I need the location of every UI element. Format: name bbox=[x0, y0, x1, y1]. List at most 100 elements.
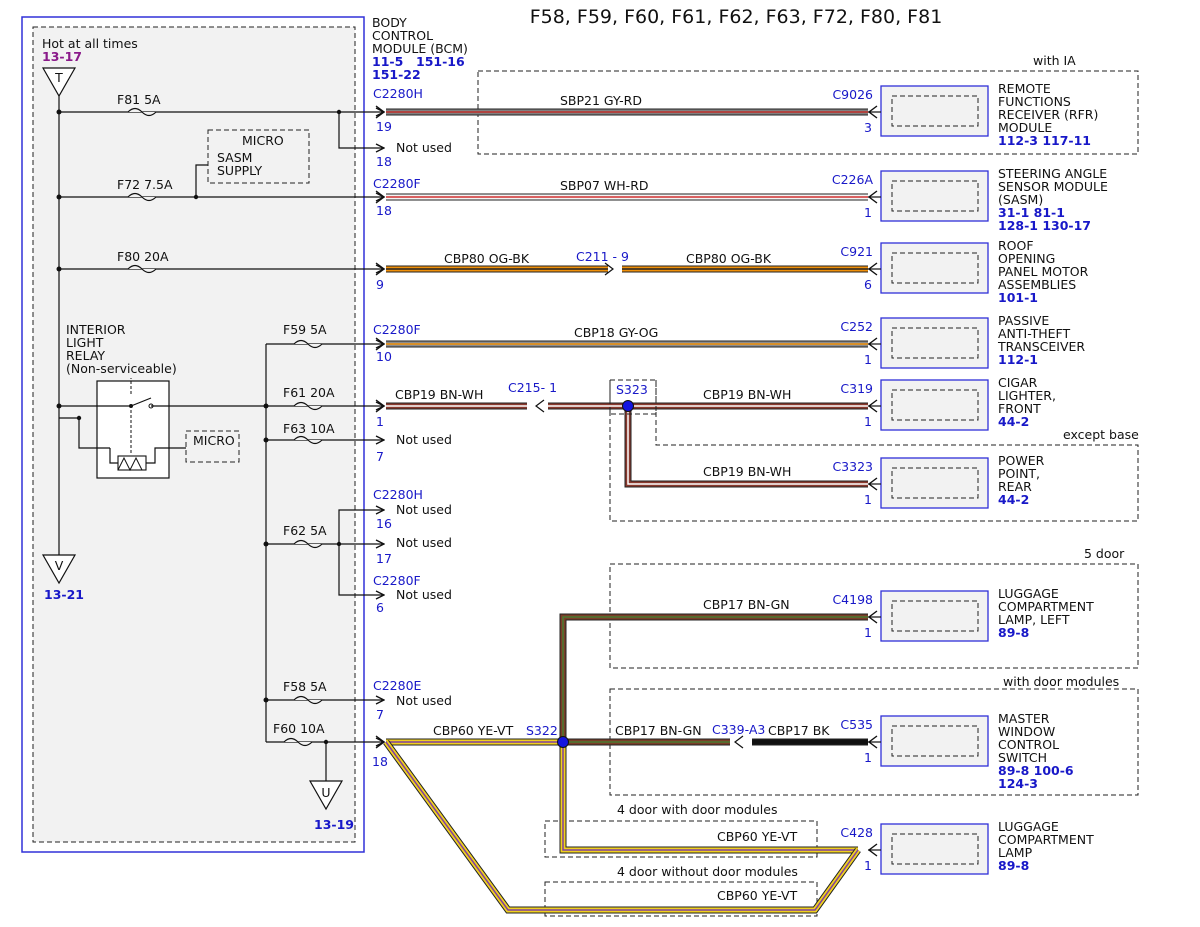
ground-u: U bbox=[308, 780, 344, 811]
fuse-f63 bbox=[293, 435, 323, 445]
micro-sasm-box bbox=[207, 129, 310, 184]
fuse-f72-label: F72 7.5A bbox=[117, 177, 173, 192]
bcm-pin-arrow bbox=[375, 337, 386, 351]
svg-text:18: 18 bbox=[372, 754, 388, 769]
connector-label: C3323 bbox=[832, 459, 873, 474]
component-ref: 89-8 100-6 bbox=[998, 763, 1074, 778]
fuse-f62 bbox=[293, 539, 323, 549]
wire-harness bbox=[375, 105, 868, 914]
bcm-label: BODY CONTROL MODULE (BCM) 11-5 151-16 15… bbox=[372, 15, 468, 82]
component-name-line: TRANSCEIVER bbox=[997, 339, 1085, 354]
svg-text:BODY: BODY bbox=[372, 15, 407, 30]
component-name-line: CONTROL bbox=[998, 737, 1059, 752]
svg-text:C2280E: C2280E bbox=[373, 678, 422, 693]
diagram-title: F58, F59, F60, F61, F62, F63, F72, F80, … bbox=[530, 6, 943, 28]
svg-text:C2280F: C2280F bbox=[373, 322, 421, 337]
svg-text:(Non-serviceable): (Non-serviceable) bbox=[66, 361, 177, 376]
component-name-line: CIGAR bbox=[998, 375, 1038, 390]
svg-text:Not used: Not used bbox=[396, 432, 452, 447]
pin-number: 1 bbox=[864, 858, 872, 873]
component-ref: 89-8 bbox=[998, 625, 1029, 640]
component-ref: 128-1 130-17 bbox=[998, 218, 1091, 233]
svg-text:7: 7 bbox=[376, 449, 384, 464]
connector-label: C428 bbox=[840, 825, 873, 840]
svg-text:10: 10 bbox=[376, 349, 392, 364]
svg-text:CBP60 YE-VT: CBP60 YE-VT bbox=[717, 888, 798, 903]
fuse-f58-label: F58 5A bbox=[283, 679, 327, 694]
svg-text:SBP21 GY-RD: SBP21 GY-RD bbox=[560, 93, 642, 108]
component-name-line: OPENING bbox=[998, 251, 1055, 266]
fuse-f80 bbox=[127, 264, 157, 274]
fuse-f61 bbox=[293, 401, 323, 411]
component-name-line: COMPARTMENT bbox=[998, 832, 1094, 847]
component-name-line: (SASM) bbox=[998, 192, 1043, 207]
pin-number: 1 bbox=[864, 625, 872, 640]
svg-text:S323: S323 bbox=[616, 382, 648, 397]
ground-v: V bbox=[41, 554, 77, 585]
component-name-line: LUGGAGE bbox=[998, 819, 1059, 834]
component-ref: 101-1 bbox=[998, 290, 1038, 305]
connector-label: C319 bbox=[840, 381, 873, 396]
component-name-line: SENSOR MODULE bbox=[998, 179, 1108, 194]
svg-text:151-16: 151-16 bbox=[416, 54, 465, 69]
svg-text:C2280H: C2280H bbox=[373, 86, 423, 101]
svg-text:C2280F: C2280F bbox=[373, 176, 421, 191]
component-name-line: PASSIVE bbox=[998, 313, 1049, 328]
component-ref: 89-8 bbox=[998, 858, 1029, 873]
component-name-line: RECEIVER (RFR) bbox=[998, 107, 1098, 122]
svg-text:C2280F: C2280F bbox=[373, 573, 421, 588]
component-name-line: FRONT bbox=[998, 401, 1041, 416]
component-name-line: STEERING ANGLE bbox=[998, 166, 1107, 181]
component-name-line: POINT, bbox=[998, 466, 1040, 481]
fuse-f63-label: F63 10A bbox=[283, 421, 335, 436]
component-name-line: LUGGAGE bbox=[998, 586, 1059, 601]
svg-text:Not used: Not used bbox=[396, 140, 452, 155]
svg-text:CBP17 BN-GN: CBP17 BN-GN bbox=[703, 597, 790, 612]
svg-text:with IA: with IA bbox=[1033, 53, 1076, 68]
svg-text:V: V bbox=[55, 558, 64, 573]
fuse-f62-label: F62 5A bbox=[283, 523, 327, 538]
interior-light-relay-label: INTERIOR LIGHT RELAY (Non-serviceable) bbox=[66, 322, 177, 376]
connector-label: C9026 bbox=[832, 87, 873, 102]
svg-text:4 door without door modules: 4 door without door modules bbox=[617, 864, 798, 879]
svg-text:with door modules: with door modules bbox=[1003, 674, 1119, 689]
svg-text:C339-A3: C339-A3 bbox=[712, 722, 765, 737]
fuse-f80-label: F80 20A bbox=[117, 249, 169, 264]
wire-cbp17-bngn-a bbox=[559, 613, 868, 742]
svg-text:4 door with door modules: 4 door with door modules bbox=[617, 802, 777, 817]
svg-text:CBP19 BN-WH: CBP19 BN-WH bbox=[703, 387, 791, 402]
pin-number: 3 bbox=[864, 120, 872, 135]
bcm-pin-arrow bbox=[375, 735, 386, 749]
svg-text:except base: except base bbox=[1063, 427, 1139, 442]
component-name-line: LAMP bbox=[998, 845, 1033, 860]
svg-text:SBP07 WH-RD: SBP07 WH-RD bbox=[560, 178, 649, 193]
hot-at-all-times-label: Hot at all times bbox=[42, 36, 138, 51]
splice-s322 bbox=[557, 736, 569, 748]
wire-cbp19-c bbox=[624, 406, 868, 488]
svg-text:17: 17 bbox=[376, 551, 392, 566]
pin-number: 1 bbox=[864, 750, 872, 765]
fuse-f59 bbox=[293, 339, 323, 349]
pin-number: 1 bbox=[864, 492, 872, 507]
svg-text:CBP80 OG-BK: CBP80 OG-BK bbox=[444, 251, 530, 266]
svg-text:6: 6 bbox=[376, 600, 384, 615]
svg-text:S322: S322 bbox=[526, 723, 558, 738]
svg-text:CBP60 YE-VT: CBP60 YE-VT bbox=[717, 829, 798, 844]
micro-relay-box bbox=[185, 430, 240, 463]
wire-cbp60-c bbox=[383, 739, 861, 914]
svg-text:CBP19 BN-WH: CBP19 BN-WH bbox=[395, 387, 483, 402]
svg-text:CBP19 BN-WH: CBP19 BN-WH bbox=[703, 464, 791, 479]
component-ref: 31-1 81-1 bbox=[998, 205, 1065, 220]
svg-text:18: 18 bbox=[376, 203, 392, 218]
svg-text:Not used: Not used bbox=[396, 502, 452, 517]
power-source-t: T bbox=[41, 67, 77, 98]
svg-text:CBP80 OG-BK: CBP80 OG-BK bbox=[686, 251, 772, 266]
connector-label: C921 bbox=[840, 244, 873, 259]
svg-text:151-22: 151-22 bbox=[372, 67, 421, 82]
component-name-line: WINDOW bbox=[998, 724, 1055, 739]
